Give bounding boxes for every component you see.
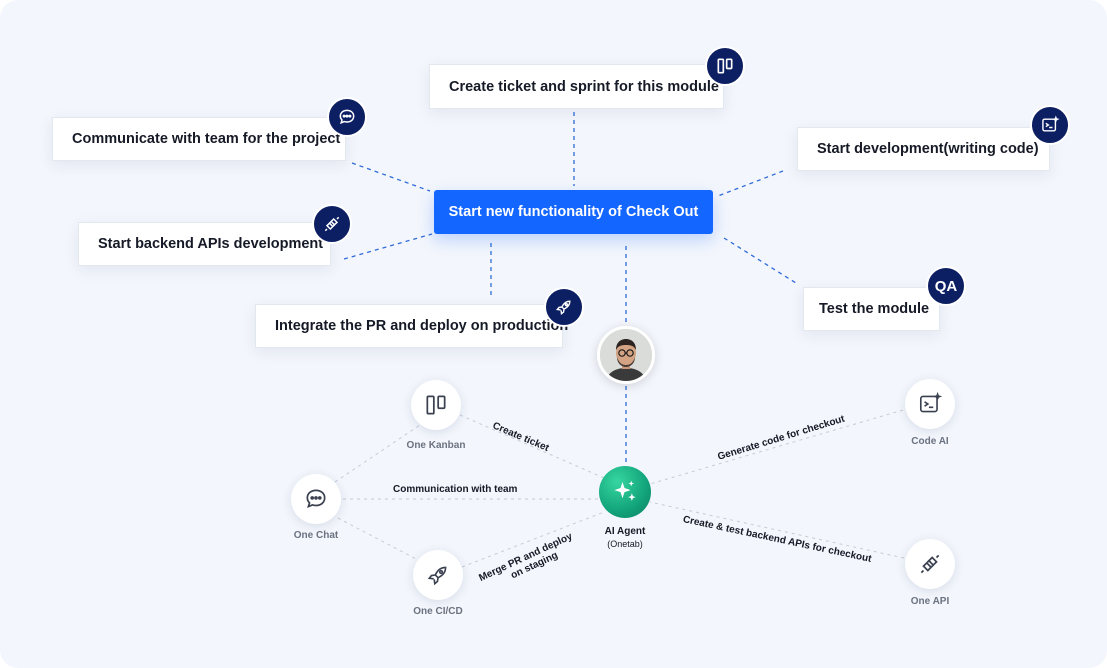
task-card-test[interactable]: Test the module bbox=[803, 287, 940, 331]
ai-agent-sublabel: (Onetab) bbox=[607, 539, 643, 549]
tool-kanban[interactable] bbox=[411, 380, 461, 430]
tool-label-api: One API bbox=[910, 596, 950, 607]
user-avatar bbox=[597, 326, 655, 384]
rocket-icon bbox=[544, 287, 584, 327]
task-card-develop[interactable]: Start development(writing code) bbox=[797, 127, 1050, 171]
chat-icon bbox=[327, 97, 367, 137]
sparkle-icon bbox=[614, 480, 636, 501]
plug-icon bbox=[920, 554, 940, 574]
plug-icon bbox=[312, 204, 352, 244]
tool-codeai[interactable] bbox=[905, 379, 955, 429]
central-task-button[interactable]: Start new functionality of Check Out bbox=[434, 190, 713, 234]
central-task-label: Start new functionality of Check Out bbox=[448, 204, 699, 220]
task-card-backend[interactable]: Start backend APIs development bbox=[78, 222, 331, 266]
task-card-communicate[interactable]: Communicate with team for the project bbox=[52, 117, 346, 161]
kanban-icon bbox=[705, 46, 745, 86]
task-card-ticket[interactable]: Create ticket and sprint for this module bbox=[429, 64, 724, 109]
tool-chat[interactable] bbox=[291, 474, 341, 524]
rocket-icon bbox=[427, 566, 447, 586]
task-label-test: Test the module bbox=[819, 301, 930, 317]
tool-label-codeai: Code AI bbox=[911, 436, 949, 447]
ai-agent-label: AI Agent (Onetab) bbox=[575, 526, 675, 549]
qa-badge: QA bbox=[926, 266, 966, 306]
ai-agent-title: AI Agent bbox=[604, 526, 646, 537]
tool-label-kanban: One Kanban bbox=[406, 440, 466, 451]
tool-cicd[interactable] bbox=[413, 550, 463, 600]
task-card-integrate[interactable]: Integrate the PR and deploy on productio… bbox=[255, 304, 568, 348]
task-label-backend: Start backend APIs development bbox=[98, 236, 324, 252]
kanban-icon bbox=[426, 395, 446, 415]
code-icon bbox=[919, 391, 943, 413]
tool-api[interactable] bbox=[905, 539, 955, 589]
code-icon bbox=[1030, 105, 1070, 145]
ai-agent-node[interactable] bbox=[599, 466, 651, 518]
tool-label-cicd: One CI/CD bbox=[413, 606, 463, 617]
task-label-communicate: Communicate with team for the project bbox=[72, 131, 341, 147]
task-label-ticket: Create ticket and sprint for this module bbox=[449, 78, 719, 95]
tool-label-chat: One Chat bbox=[293, 530, 339, 541]
edge-label-chat: Communication with team bbox=[393, 484, 518, 495]
task-label-develop: Start development(writing code) bbox=[817, 141, 1039, 157]
task-label-integrate: Integrate the PR and deploy on productio… bbox=[275, 318, 569, 334]
chat-icon bbox=[306, 489, 326, 509]
